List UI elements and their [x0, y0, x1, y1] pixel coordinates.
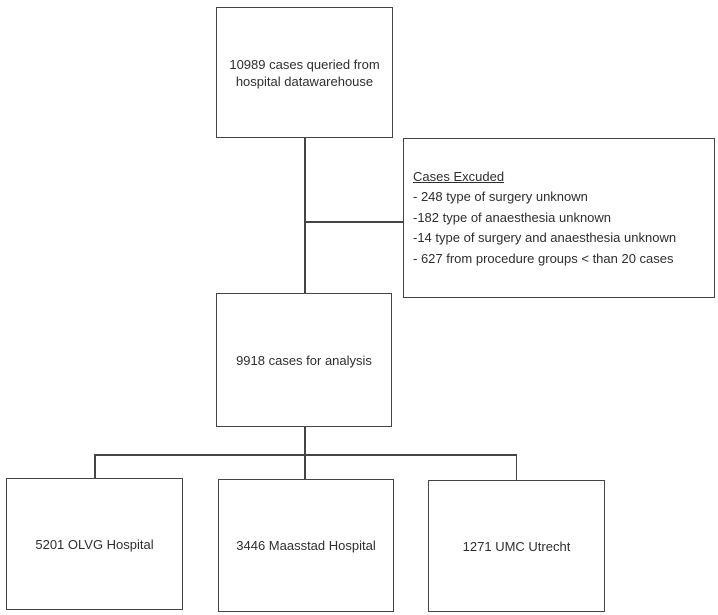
node-hospital-maasstad-label: 3446 Maasstad Hospital [236, 538, 376, 553]
connector-analysis-down [304, 427, 306, 479]
node-hospital-umc: 1271 UMC Utrecht [428, 480, 605, 612]
excluded-item: - 627 from procedure groups < than 20 ca… [413, 250, 674, 266]
node-hospital-olvg-label: 5201 OLVG Hospital [35, 536, 154, 552]
node-hospital-olvg: 5201 OLVG Hospital [6, 478, 183, 610]
excluded-item: -14 type of surgery and anaesthesia unkn… [413, 230, 677, 246]
excluded-title: Cases Excuded [413, 168, 505, 184]
excluded-item: -182 type of anaesthesia unknown [413, 209, 612, 225]
node-hospital-umc-label: 1271 UMC Utrecht [462, 538, 571, 554]
node-cases-queried-label: 10989 cases queried from hospital datawa… [229, 56, 380, 89]
connector-drop-right [515, 454, 517, 481]
node-cases-excluded: Cases Excuded - 248 type of surgery unkn… [403, 138, 715, 298]
node-cases-queried: 10989 cases queried from hospital datawa… [216, 7, 393, 138]
excluded-item: - 248 type of surgery unknown [413, 189, 588, 205]
node-cases-analysis-label: 9918 cases for analysis [236, 352, 372, 368]
connector-top-to-analysis [304, 138, 306, 294]
connector-drop-left [94, 454, 96, 479]
node-cases-analysis: 9918 cases for analysis [216, 293, 392, 427]
node-hospital-maasstad: 3446 Maasstad Hospital [218, 479, 394, 612]
connector-hospitals-horizontal [94, 454, 517, 456]
connector-branch-to-excluded [304, 221, 404, 223]
